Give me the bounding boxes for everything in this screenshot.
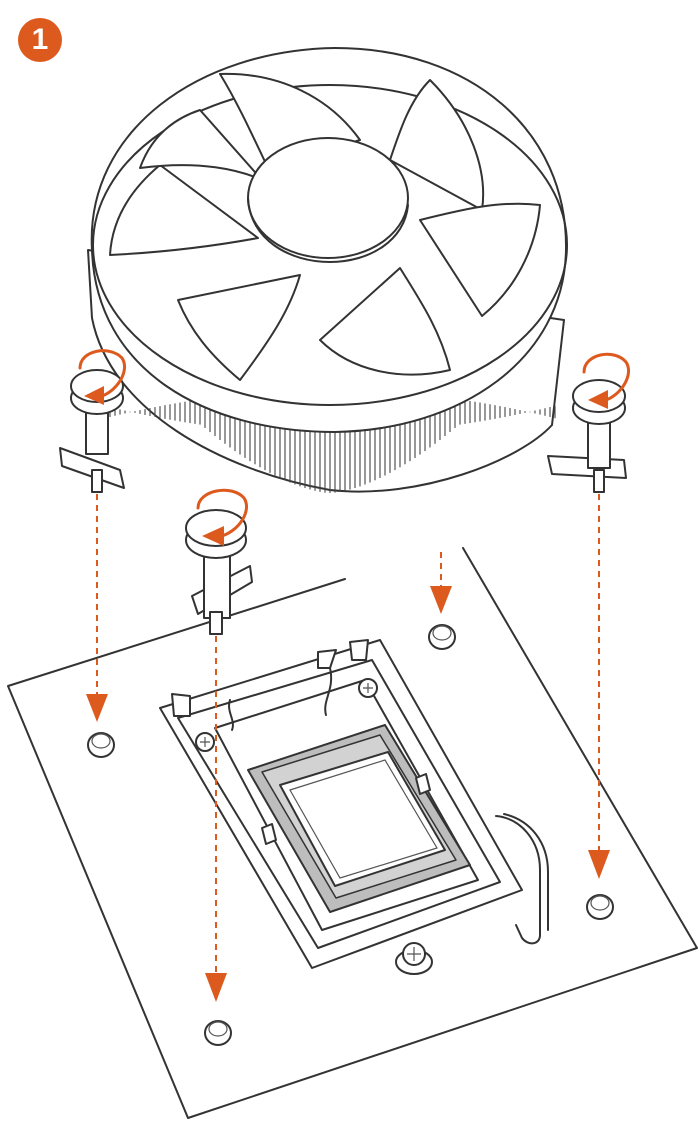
socket-screw-bottom (395, 942, 433, 975)
step-number-badge: 1 (18, 18, 62, 62)
rotate-arrow-front-icon (196, 488, 248, 546)
socket-screw-top (358, 678, 378, 698)
fan-blades (109, 72, 541, 381)
guide-arrow-right (588, 494, 610, 879)
rotate-arrow-left-icon (78, 349, 126, 405)
motherboard (7, 547, 698, 1119)
rotate-arrow-right-icon (582, 352, 630, 409)
mounting-hole-right (586, 894, 614, 920)
retention-lever (495, 815, 541, 945)
install-direction-arrows (86, 494, 610, 1002)
cpu-cooler (87, 47, 568, 493)
mounting-hole-left (87, 732, 115, 758)
socket-screw-left (195, 732, 215, 752)
mounting-hole-bottom (204, 1020, 232, 1046)
guide-arrow-front (205, 636, 227, 1002)
guide-arrow-top (430, 552, 452, 614)
mounting-hole-top (428, 624, 456, 650)
processor (247, 724, 471, 913)
push-pin-right (547, 379, 627, 493)
guide-arrow-left (86, 494, 108, 722)
push-pin-front (185, 509, 253, 635)
rotation-arrows (78, 349, 630, 546)
cpu-socket (159, 639, 549, 975)
fan-hub (247, 137, 409, 259)
motherboard-outline (7, 547, 698, 1119)
